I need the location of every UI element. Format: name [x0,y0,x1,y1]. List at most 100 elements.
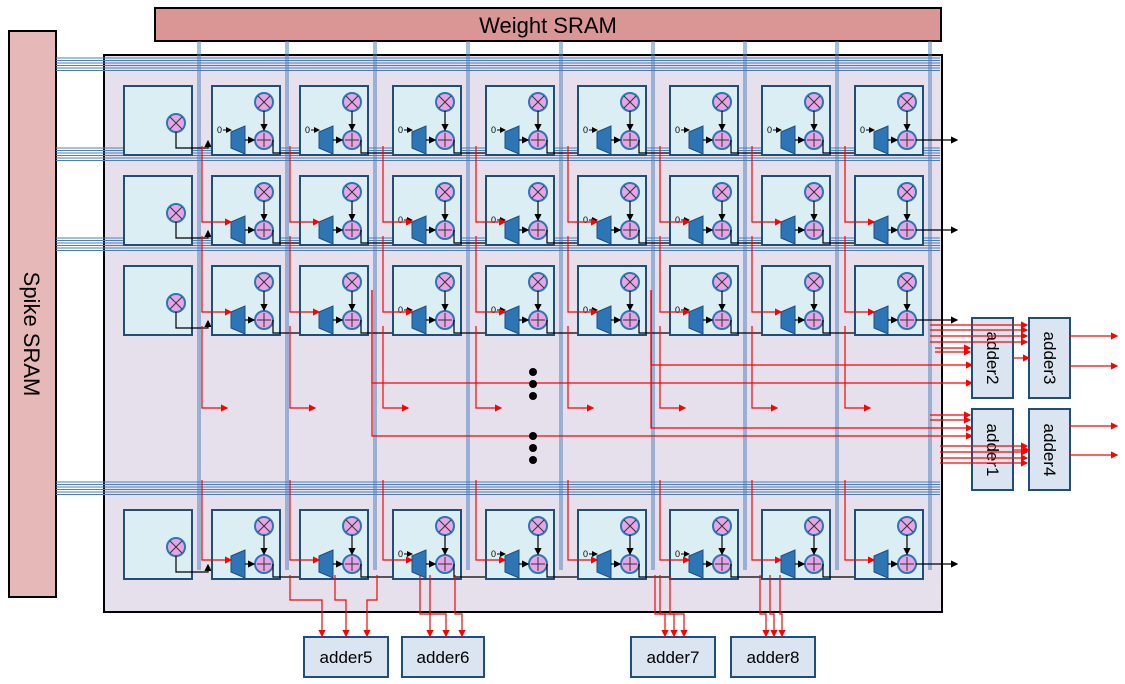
mux-icon [504,215,520,245]
bottom-adder-input-wire [419,575,434,638]
pe-cell [211,175,321,246]
mux-icon [873,305,889,335]
psum-wire [475,236,507,316]
psum-wire [201,146,233,226]
pe-cell [123,85,212,156]
pe-cell: 0 [577,265,691,336]
mux-icon [230,549,246,579]
pe-box [123,265,193,336]
psum-wire [844,146,876,226]
psum-wire [382,480,414,564]
pe-cell: 0 [392,85,507,156]
psum-wire [475,146,507,226]
psum-wire [289,146,321,226]
mux-zero-input-label: 0 [860,125,865,135]
mux-icon [318,125,334,155]
psum-wire [475,480,507,564]
weight-sram-block [154,7,942,42]
mux-icon [318,549,334,579]
mux-zero-input-label: 0 [491,215,496,225]
mux-icon [688,305,704,335]
weight-sram-label: Weight SRAM [479,13,617,38]
mux-icon [688,549,704,579]
psum-wire [567,146,599,226]
mux-zero-input-label: 0 [491,305,496,315]
psum-wire [659,146,691,226]
mux-zero-input-label: 0 [398,549,403,559]
mux-icon [873,549,889,579]
adder7-block: adder7 [630,636,716,678]
bottom-adder-input-wire [289,575,326,638]
psum-wire [289,480,321,564]
pe-cell [123,509,212,580]
pe-cell [211,509,321,580]
mux-icon [873,125,889,155]
mux-icon [411,549,427,579]
psum-wire [751,480,783,564]
pe-cell: 0 [854,85,959,156]
psum-wire [650,290,974,432]
mux-zero-input-label: 0 [491,125,496,135]
adder3-block: adder3 [1028,317,1071,399]
spike-sram-label: Spike SRAM [19,272,44,397]
psum-wire [201,236,233,316]
psum-wire [659,326,687,412]
psum-wire [382,236,414,316]
mux-zero-input-label: 0 [583,549,588,559]
bottom-adder-input-wire [669,575,688,638]
psum-wire [567,326,595,412]
pe-cell: 0 [299,85,414,156]
mux-icon [596,215,612,245]
adder6-block: adder6 [401,636,485,678]
pe-cell: 0 [392,265,507,336]
mux-icon [596,549,612,579]
adder7-label: adder7 [647,648,700,667]
adder2-label: adder2 [983,332,1002,385]
pe-cell [761,509,876,580]
mux-icon [411,215,427,245]
pe-cell: 0 [669,175,783,246]
mux-zero-input-label: 0 [583,215,588,225]
bottom-adder-input-wire [659,575,678,638]
mux-icon [230,125,246,155]
pe-cell: 0 [669,265,783,336]
spike-sram-block [8,30,57,598]
bottom-adder-input-wire [769,575,778,638]
mux-icon [318,305,334,335]
pe-cell: 0 [577,85,691,156]
pe-cell [123,175,212,246]
pe-cell [854,175,959,246]
pe-cell [854,265,959,336]
pe-cell: 0 [761,85,876,156]
psum-wire [751,236,783,316]
pe-cell: 0 [577,175,691,246]
pe-cell [299,265,414,336]
pe-cell [854,509,959,580]
mux-zero-input-label: 0 [398,305,403,315]
adder2-block: adder2 [971,317,1014,399]
bottom-adder-input-wire [778,575,786,638]
pe-cell: 0 [392,175,507,246]
mux-zero-input-label: 0 [767,125,772,135]
bottom-adder-input-wire [429,575,450,638]
psum-wire [751,326,779,412]
pe-cell [761,265,876,336]
mux-zero-input-label: 0 [398,215,403,225]
psum-wire [371,290,974,440]
adder4-label: adder4 [1040,424,1059,477]
mux-zero-input-label: 0 [675,215,680,225]
bottom-adder-input-wire [454,575,466,638]
adder8-block: adder8 [730,636,816,678]
pe-cell: 0 [211,85,321,156]
mux-icon [230,215,246,245]
bottom-adder-input-wire [334,575,350,638]
psum-wire [844,480,876,564]
mux-zero-input-label: 0 [675,549,680,559]
mux-zero-input-label: 0 [217,125,222,135]
mux-icon [411,305,427,335]
adder8-label: adder8 [747,648,800,667]
psum-wire [751,146,783,226]
pe-cell: 0 [669,509,783,580]
mux-zero-input-label: 0 [305,125,310,135]
